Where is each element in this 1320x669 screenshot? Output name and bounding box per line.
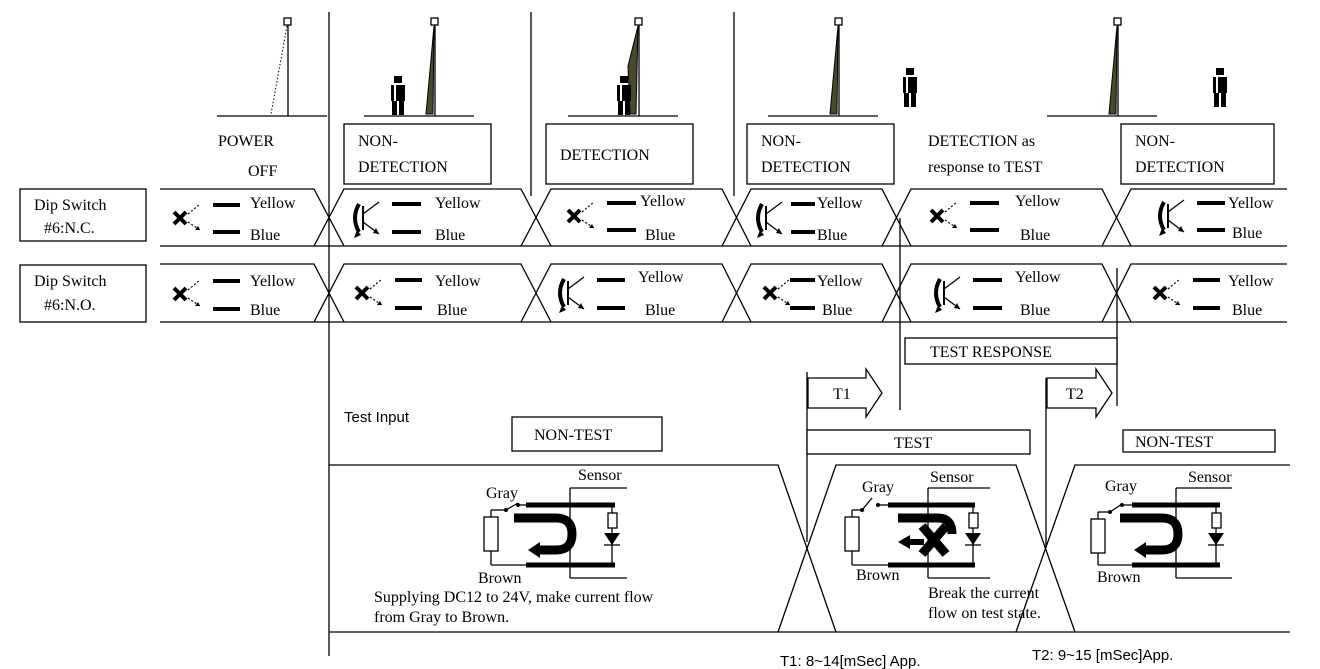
pictogram-non-detection-2 [767,17,917,117]
circuit2-sensor: Sensor [930,469,974,486]
no-blue-2: Blue [437,302,467,319]
pictogram-non-detection-1 [363,17,475,117]
non-test-label-1: NON-TEST [534,427,612,444]
pictogram-non-detection-3 [1213,68,1227,107]
note-break-line1: Break the current [928,585,1040,602]
timing-row-no [160,263,1287,323]
state-box-non-detection-2 [746,123,895,185]
circuit1-brown: Brown [478,570,522,587]
nc-blue-3: Blue [645,227,675,244]
nc-blue-5: Blue [1020,227,1050,244]
no-blue-4: Blue [822,302,852,319]
nc-yellow-4: Yellow [817,195,863,212]
row-nc-line2: #6:N.C. [44,220,95,237]
no-yellow-5: Yellow [1015,269,1061,286]
row-label-box-no [19,264,147,323]
row-no-line2: #6:N.O. [44,297,96,314]
timing-row-nc [160,188,1287,247]
t1-note: T1: 8~14[mSec] App. [780,653,921,669]
nc-yellow-5: Yellow [1015,193,1061,210]
no-blue-1: Blue [250,302,280,319]
non-test-label-2: NON-TEST [1135,434,1213,451]
state-detection-test-line2: response to TEST [928,159,1043,176]
no-yellow-2: Yellow [435,273,481,290]
state-power-off-line1: POWER [218,133,274,150]
non-test-box-2 [1122,429,1276,453]
note-supply-line1: Supplying DC12 to 24V, make current flow [374,589,654,606]
no-yellow-1: Yellow [250,273,296,290]
t1-label: T1 [833,386,851,403]
t2-note: T2: 9~15 [mSec]App. [1032,647,1173,664]
pictogram-power-off [216,17,328,117]
circuit2-brown: Brown [856,567,900,584]
circuit1-gray: Gray [486,485,518,502]
circuit3-brown: Brown [1097,569,1141,586]
nc-yellow-3: Yellow [640,193,686,210]
circuit-test [844,487,990,579]
pictogram-detection [567,17,679,117]
state-non-detection-2-line2: DETECTION [761,159,851,176]
state-box-detection [545,123,694,185]
t2-arrow [1046,366,1113,420]
circuit-non-test-1 [483,487,627,579]
nc-blue-4: Blue [817,227,847,244]
non-test-box-1 [511,416,663,452]
test-input-label: Test Input [344,409,410,426]
state-non-detection-1-line2: DETECTION [358,159,448,176]
circuit3-gray: Gray [1105,478,1137,495]
nc-blue-2: Blue [435,227,465,244]
no-blue-6: Blue [1232,302,1262,319]
circuit-non-test-2 [1090,487,1232,579]
test-response-label: TEST RESPONSE [930,344,1052,361]
no-blue-3: Blue [645,302,675,319]
test-input-waveform [329,464,1290,633]
test-response-box [904,337,1118,365]
row-no-line1: Dip Switch [34,273,106,290]
nc-yellow-2: Yellow [435,195,481,212]
circuit3-sensor: Sensor [1188,469,1232,486]
state-non-detection-3-line2: DETECTION [1135,159,1225,176]
nc-yellow-1: Yellow [250,195,296,212]
row-nc-line1: Dip Switch [34,197,106,214]
t1-arrow [807,366,883,420]
circuit2-gray: Gray [862,479,894,496]
state-box-non-detection-1 [343,123,492,185]
test-label: TEST [894,435,932,452]
nc-blue-6: Blue [1232,225,1262,242]
test-box [806,429,1031,455]
note-break-line2: flow on test state. [928,605,1041,622]
state-non-detection-3-line1: NON- [1135,133,1175,150]
pictogram-detection-test [1046,17,1158,117]
state-detection: DETECTION [560,147,650,164]
row-label-box-nc [19,188,147,242]
nc-blue-1: Blue [250,227,280,244]
state-power-off-line2: OFF [248,163,277,180]
no-yellow-6: Yellow [1228,273,1274,290]
state-non-detection-1-line1: NON- [358,133,398,150]
circuit1-sensor: Sensor [578,467,622,484]
state-detection-test-line1: DETECTION as [928,133,1035,150]
state-box-non-detection-3 [1120,123,1275,185]
t2-label: T2 [1066,386,1084,403]
no-yellow-3: Yellow [638,269,684,286]
state-non-detection-2-line1: NON- [761,133,801,150]
note-supply-line2: from Gray to Brown. [374,609,509,626]
no-blue-5: Blue [1020,302,1050,319]
nc-yellow-6: Yellow [1228,195,1274,212]
no-yellow-4: Yellow [817,273,863,290]
